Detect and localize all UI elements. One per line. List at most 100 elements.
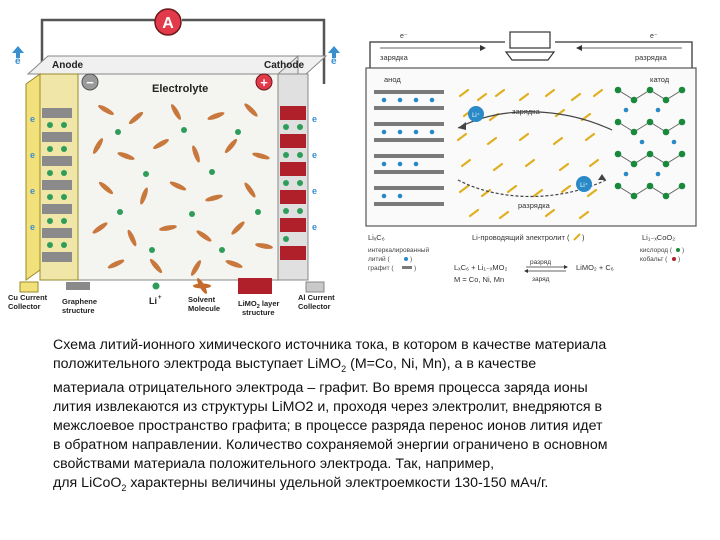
cathode-electron-markers: e e e e [312, 114, 317, 232]
caption-line: свойствами материала положительного элек… [53, 455, 683, 474]
solvent-molecules [92, 103, 273, 276]
legend-al-collector: Al Current Collector [298, 281, 335, 311]
caption-text: для LiCoO [53, 475, 122, 492]
svg-text:Molecule: Molecule [188, 304, 220, 313]
svg-text:Li: Li [149, 296, 157, 306]
caption-line: лития извлекаются из структуры LiMO2 и, … [53, 398, 683, 417]
caption-text: положительного электрода выступает LiMO [53, 356, 342, 373]
cathode-label: Cathode [264, 60, 304, 71]
svg-text:литий (: литий ( [368, 255, 390, 263]
electrolyte-label: Electrolyte [152, 83, 208, 95]
svg-text:кобальт (: кобальт ( [640, 255, 668, 263]
legend-cu-collector: Cu Current Collector [8, 281, 48, 311]
caption-line: в обратном направлении. Количество сохра… [53, 436, 683, 455]
anode-formula: LiₓC₆ [368, 233, 385, 242]
laptop-icon [504, 31, 556, 61]
svg-text:M = Co, Ni, Mn: M = Co, Ni, Mn [454, 275, 504, 284]
discharge-arrow-label: разрядка [518, 201, 551, 210]
svg-text:+: + [158, 295, 162, 301]
electron-label-right: e⁻ [650, 33, 658, 40]
caption-text: в обратном направлении. Количество сохра… [53, 437, 608, 454]
legend-limo2: LiMO2 layer structure [238, 278, 279, 317]
legend-solvent: Solvent Molecule [188, 278, 220, 313]
cobalt-oxide-lattice [614, 86, 686, 200]
cathode-formula: Li₁₋ₓCoO₂ [642, 233, 675, 242]
anode-label: Anode [52, 60, 84, 71]
caption-text: (M=Co, Ni, Mn), а в качестве [346, 356, 537, 373]
svg-text:−: − [86, 75, 94, 90]
svg-text:LₓC₆ + Li₁₋ₓMO₂: LₓC₆ + Li₁₋ₓMO₂ [454, 263, 507, 272]
svg-text:e: e [312, 114, 317, 124]
intercalated-lithium [381, 97, 435, 199]
caption-line: для LiCoO2 характерны величины удельной … [53, 474, 683, 498]
svg-text:кислород (: кислород ( [640, 247, 673, 254]
svg-text:structure: structure [62, 306, 95, 315]
svg-text:e: e [312, 186, 317, 196]
anode-label: анод [384, 75, 401, 84]
cathode-label: катод [650, 75, 670, 84]
svg-text:): ) [678, 256, 680, 263]
svg-text:): ) [682, 247, 684, 254]
caption-line: межслоевое пространство графита; в проце… [53, 417, 683, 436]
reaction-equation: LₓC₆ + Li₁₋ₓMO₂ разряд заряд LiMO₂ + C₆ … [454, 259, 614, 284]
svg-text:): ) [414, 265, 416, 272]
limo2-layers [280, 106, 306, 260]
graphite-layers [374, 90, 444, 206]
svg-text:): ) [410, 256, 412, 263]
caption-subscript: 2 [341, 363, 347, 374]
svg-text:Graphene: Graphene [62, 297, 97, 306]
li-ion-schematic-diagram: e⁻ e⁻ зарядка разрядка анод катод [365, 31, 697, 284]
svg-text:+: + [260, 75, 268, 90]
caption-text: свойствами материала положительного элек… [53, 456, 495, 473]
svg-text:LiMO₂ + C₆: LiMO₂ + C₆ [576, 263, 614, 272]
anode-current-collector [25, 73, 41, 281]
electron-label-left: e⁻ [400, 33, 408, 40]
svg-text:Li⁺: Li⁺ [580, 182, 588, 189]
svg-text:Al Current: Al Current [298, 293, 335, 302]
svg-text:e: e [30, 186, 35, 196]
svg-text:интеркалированный: интеркалированный [368, 246, 429, 254]
svg-text:разряд: разряд [530, 259, 551, 266]
svg-text:Li-проводящий электролит (: Li-проводящий электролит ( [472, 233, 570, 242]
svg-text:Li⁺: Li⁺ [472, 112, 480, 119]
svg-text:e: e [30, 222, 35, 232]
electrolyte-region [77, 73, 279, 281]
li-ion-cell-3d-diagram: A e e e e e e [8, 8, 340, 317]
outer-circuit-wire [369, 41, 693, 70]
svg-text:графит (: графит ( [368, 265, 394, 272]
graphene-layers [42, 108, 72, 262]
svg-text:заряд: заряд [532, 276, 550, 283]
svg-text:LiMO2 layer: LiMO2 layer [238, 299, 279, 310]
svg-text:): ) [582, 233, 585, 242]
svg-text:A: A [162, 15, 174, 32]
svg-text:e: e [15, 56, 21, 67]
li-ion-bubble-right: Li⁺ [576, 176, 592, 192]
caption-line: материала отрицательного электрода – гра… [53, 379, 683, 398]
svg-text:e: e [30, 150, 35, 160]
svg-text:e: e [312, 150, 317, 160]
svg-text:e: e [331, 56, 337, 67]
cathode-legend: кислород ( ) кобальт ( ) [640, 247, 684, 263]
caption-text: межслоевое пространство графита; в проце… [53, 418, 603, 435]
minus-terminal-icon: − [81, 73, 99, 91]
svg-text:structure: structure [242, 308, 275, 317]
caption-line: Схема литий-ионного химического источник… [53, 336, 683, 355]
anode-electron-markers: e e e e [30, 114, 35, 232]
svg-text:Collector: Collector [8, 302, 41, 311]
charge-arrow-label: зарядка [512, 107, 541, 116]
caption-text: лития извлекаются из структуры LiMO2 и, … [53, 399, 603, 416]
li-ion-bubble-left: Li⁺ [468, 106, 484, 122]
plus-terminal-icon: + [255, 73, 273, 91]
legend-li-ion: Li + [149, 282, 162, 306]
caption-text: характерны величины удельной электроемко… [126, 475, 549, 492]
discharge-label-top: разрядка [635, 53, 668, 62]
anode-legend: интеркалированный литий ( ) графит ( ) [368, 246, 429, 272]
electrolyte-caption: Li-проводящий электролит ( ) [472, 233, 585, 242]
legend-graphene: Graphene structure [62, 282, 97, 315]
caption-line: положительного электрода выступает LiMO2… [53, 355, 683, 379]
electron-flow-arrow-right: e [328, 46, 340, 67]
electrolyte-li-ions [115, 127, 261, 253]
cathode-li-ions [283, 124, 303, 242]
svg-text:Solvent: Solvent [188, 295, 216, 304]
caption-text: материала отрицательного электрода – гра… [53, 380, 588, 397]
